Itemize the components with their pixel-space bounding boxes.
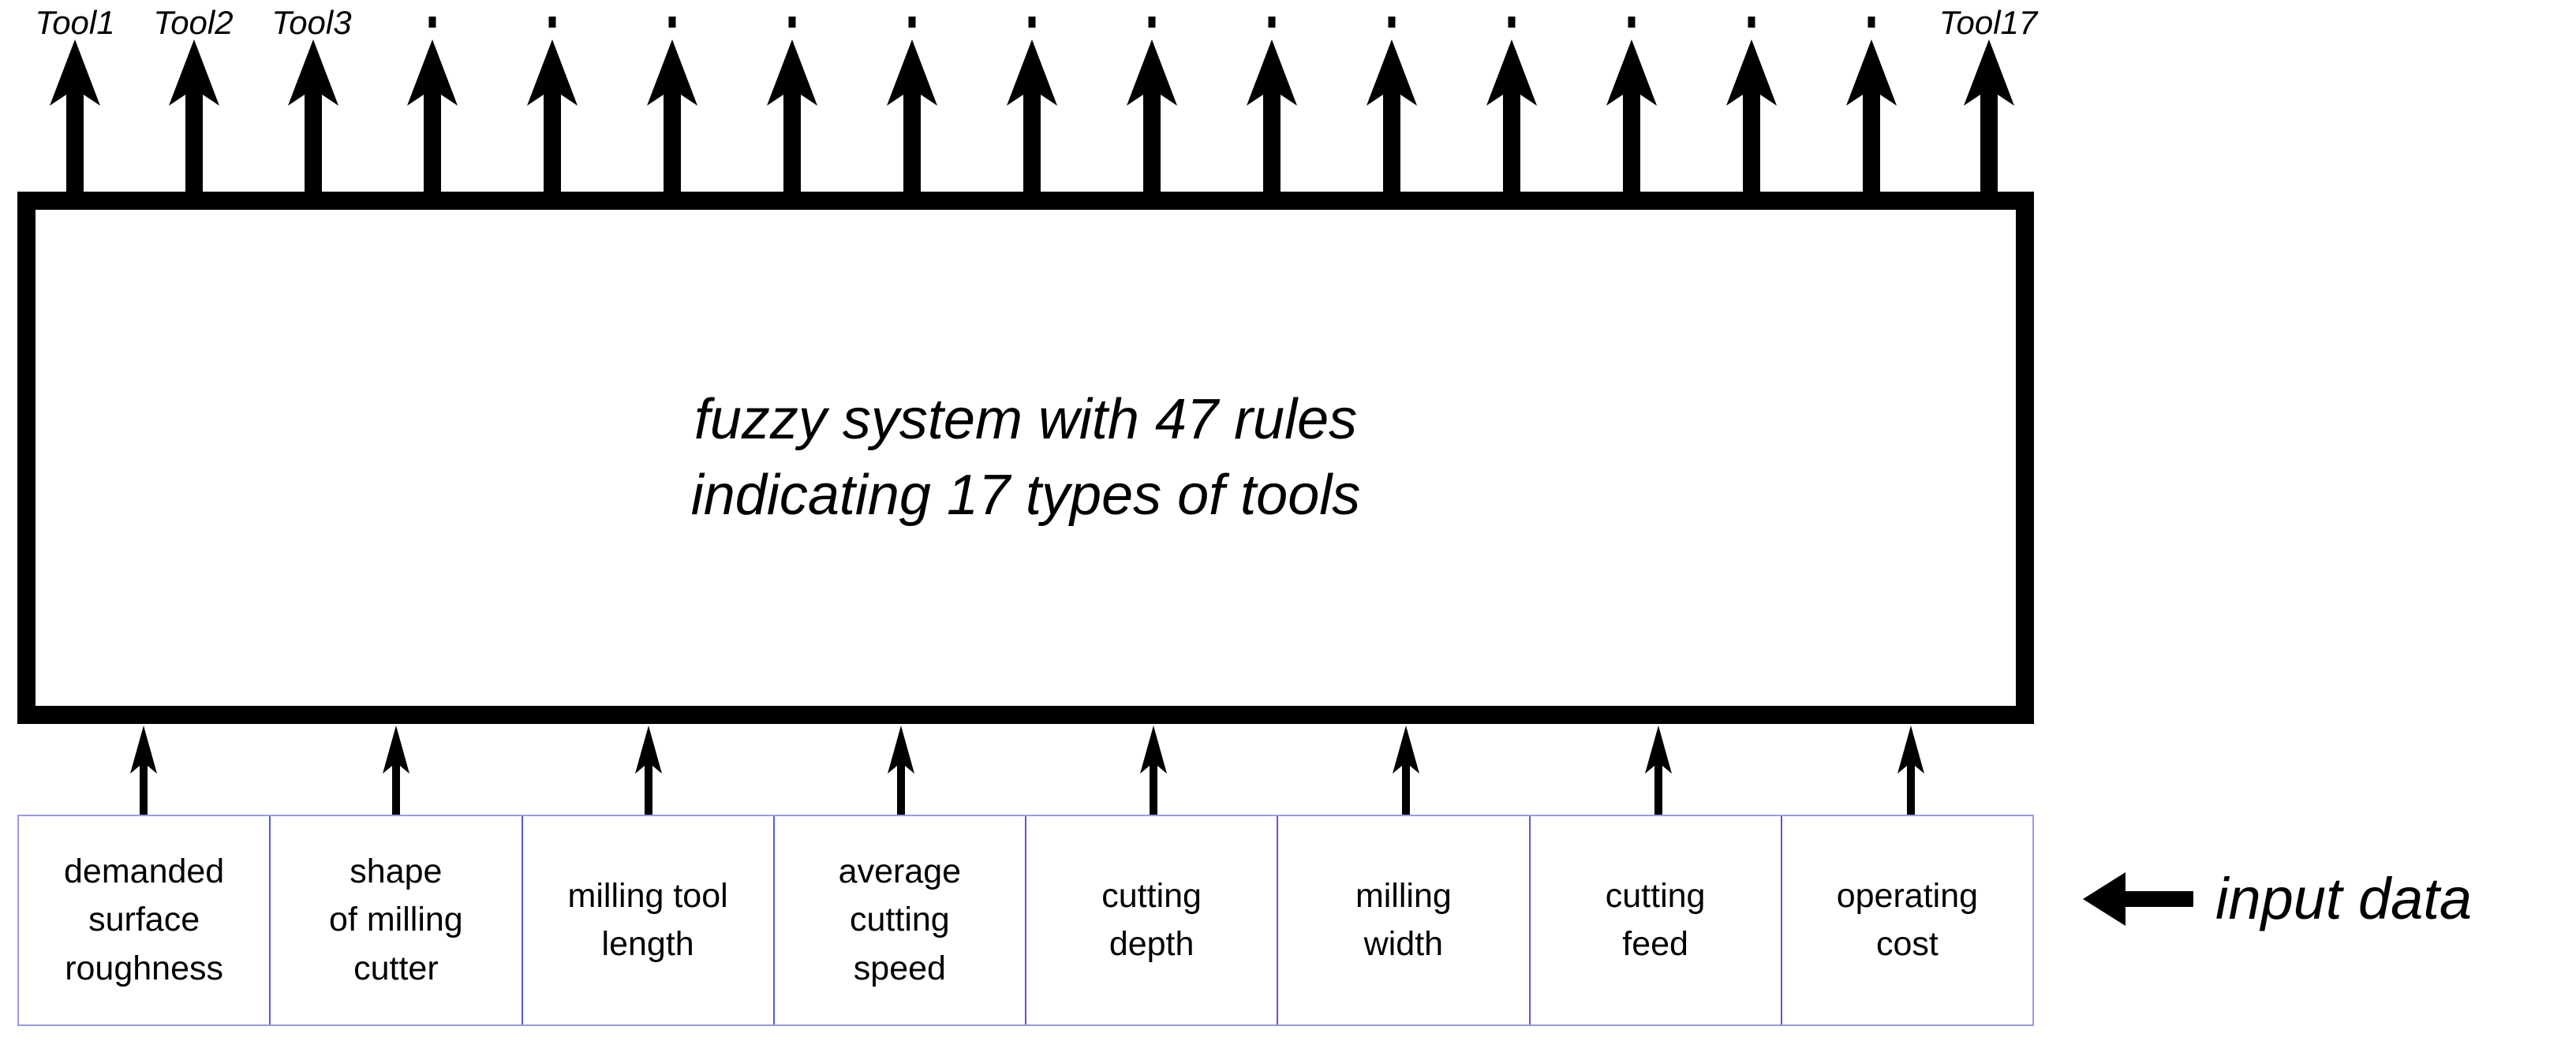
tool-ellipsis-dot [1868,17,1875,28]
tool-ellipsis-dot [1148,17,1156,28]
output-arrow-13 [1486,39,1537,192]
tool-label-2: Tool2 [153,4,234,41]
tool-ellipsis-dot [668,17,676,28]
input-cell-cutting-feed[interactable]: cutting feed [1531,816,1782,1024]
input-cell-milling-width[interactable]: milling width [1278,816,1531,1024]
input-arrow-6 [1393,726,1419,816]
output-arrow-12 [1367,39,1417,192]
output-arrow-2 [169,39,219,192]
tool-ellipsis-dot [548,17,556,28]
tool-ellipsis-dot [428,17,436,28]
output-arrow-6 [647,39,697,192]
fuzzy-system-box: fuzzy system with 47 rules indicating 17… [17,192,2034,724]
input-data-caption: input data [2083,868,2472,931]
tool-ellipsis-dot [1388,17,1396,28]
input-cell-shape-of-milling-cutter[interactable]: shape of milling cutter [271,816,523,1024]
output-arrow-15 [1726,39,1777,192]
output-arrow-11 [1247,39,1297,192]
input-cell-average-cutting-speed[interactable]: average cutting speed [775,816,1026,1024]
input-cell-milling-tool-length[interactable]: milling tool length [523,816,775,1024]
tool-label-1: Tool1 [35,4,115,41]
tool-ellipsis-dot [788,17,796,28]
input-arrow-5 [1140,726,1167,816]
output-arrow-7 [767,39,817,192]
input-arrow-2 [383,726,409,816]
output-arrow-10 [1127,39,1177,192]
input-arrow-4 [888,726,914,816]
input-cell-cutting-depth[interactable]: cutting depth [1026,816,1279,1024]
input-cell-demanded-surface-roughness[interactable]: demanded surface roughness [19,816,271,1024]
fuzzy-system-text: fuzzy system with 47 rules indicating 17… [36,210,2016,706]
output-arrow-3 [288,39,338,192]
input-data-caption-label: input data [2215,866,2473,931]
tool-ellipsis-dot [1508,17,1516,28]
tool-label-17: Tool17 [1939,4,2038,41]
output-arrow-16 [1846,39,1897,192]
input-arrows-group [130,726,1924,816]
input-arrow-1 [130,726,157,816]
tool-ellipsis-dot [908,17,916,28]
output-arrow-14 [1606,39,1657,192]
fuzzy-system-line-2: indicating 17 types of tools [690,463,1361,527]
output-arrow-1 [50,39,100,192]
output-arrow-8 [887,39,937,192]
fuzzy-system-line-1: fuzzy system with 47 rules [694,388,1358,452]
output-arrows-group [50,39,2014,192]
input-cell-operating-cost[interactable]: operating cost [1836,876,1979,963]
input-arrow-7 [1645,726,1672,816]
input-data-row: demanded surface roughness shape of mill… [17,815,2034,1026]
output-arrow-4 [407,39,458,192]
input-arrow-8 [1897,726,1924,816]
tool-label-3: Tool3 [271,4,352,41]
tool-ellipsis-dot [1268,17,1276,28]
output-arrow-5 [527,39,578,192]
output-arrow-17 [1964,39,2014,192]
tool-ellipsis-dot [1028,17,1036,28]
left-arrow-icon [2083,872,2193,926]
output-arrow-9 [1007,39,1057,192]
tool-ellipsis-dot [1748,17,1755,28]
input-arrow-3 [635,726,662,816]
tool-ellipsis-dot [1628,17,1636,28]
